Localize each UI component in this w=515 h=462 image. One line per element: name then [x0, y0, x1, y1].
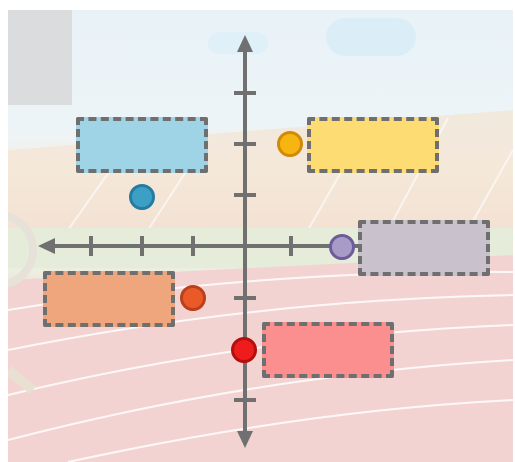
red-point[interactable] [231, 337, 257, 363]
yellow-drop-target[interactable] [307, 117, 439, 173]
cloud [326, 18, 416, 56]
blue-drop-target[interactable] [76, 117, 208, 173]
x-arrow-left [38, 238, 55, 254]
orange-drop-target[interactable] [43, 271, 175, 327]
y-arrow-up [237, 35, 253, 52]
y-arrow-down [237, 431, 253, 448]
cloud [208, 32, 268, 54]
blue-point[interactable] [129, 184, 155, 210]
purple-point[interactable] [329, 234, 355, 260]
red-drop-target[interactable] [262, 322, 394, 378]
gray-panel [8, 10, 72, 105]
yellow-point[interactable] [277, 131, 303, 157]
orange-point[interactable] [180, 285, 206, 311]
gray-drop-target[interactable] [358, 220, 490, 276]
